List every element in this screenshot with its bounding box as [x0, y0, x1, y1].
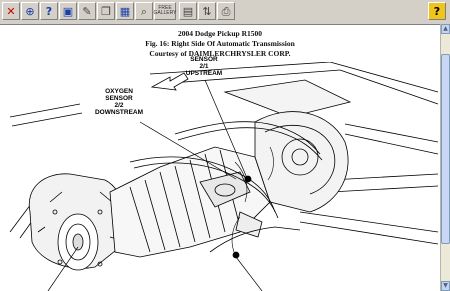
label-downstream-line4: DOWNSTREAM	[94, 109, 144, 116]
figure-title: Fig. 16: Right Side Of Automatic Transmi…	[145, 39, 295, 48]
notes-button[interactable]: ✎	[78, 2, 96, 20]
label-downstream-line1: OXYGEN	[105, 88, 133, 95]
image-icon: ▦	[119, 4, 131, 18]
oxygen-sensor-upstream-marker	[244, 175, 252, 183]
parts-button[interactable]: ▤	[179, 2, 197, 20]
help-button[interactable]: ?	[428, 2, 446, 20]
exhaust-pipes	[129, 121, 323, 253]
label-upstream-line1: SENSOR	[190, 56, 218, 63]
search-button[interactable]: ⌕	[135, 2, 153, 20]
scrollbar-thumb[interactable]	[441, 54, 450, 244]
help-icon: ?	[433, 4, 441, 18]
close-button[interactable]: ✕	[2, 2, 20, 20]
label-upstream-line3: UPSTREAM	[185, 70, 223, 77]
search-icon: ⌕	[140, 4, 148, 18]
magnifier-plus-icon: ⊕	[25, 4, 35, 18]
refresh-icon: ⇅	[202, 4, 212, 18]
figure-courtesy: Courtesy of DAIMLERCHRYSLER CORP.	[149, 49, 291, 58]
parts-icon: ▤	[182, 4, 194, 18]
label-downstream-line2: SENSOR	[105, 95, 133, 102]
vertical-scrollbar[interactable]: ▲ ▼	[440, 24, 450, 291]
find-button[interactable]: ?	[40, 2, 58, 20]
transmission-diagram	[9, 62, 439, 291]
window-icon: ▣	[62, 4, 74, 18]
print-button[interactable]: ⎙	[217, 2, 235, 20]
image-button[interactable]: ▦	[116, 2, 134, 20]
copy-button[interactable]: ❐	[97, 2, 115, 20]
leader-lines	[47, 79, 263, 291]
notes-icon: ✎	[82, 4, 92, 18]
oxygen-sensor-downstream-marker	[232, 251, 240, 259]
label-sensor-downstream: OXYGEN SENSOR 2/2 DOWNSTREAM	[88, 88, 150, 116]
document-title: 2004 Dodge Pickup R1500	[178, 29, 262, 38]
view-button[interactable]: ▣	[59, 2, 77, 20]
direction-arrow	[150, 72, 189, 91]
free-gallery-button[interactable]: FREE GALLERY	[153, 2, 177, 20]
toolbar: ✕ ⊕ ? ▣ ✎ ❐ ▦ ⌕ FREE GALLERY ▤ ⇅ ⎙ ?	[0, 0, 450, 25]
label-sensor-upstream: SENSOR 2/1 UPSTREAM	[180, 56, 228, 77]
free-gallery-icon: FREE GALLERY	[153, 5, 177, 16]
label-downstream-line3: 2/2	[114, 102, 124, 109]
transfer-case	[28, 173, 126, 271]
scroll-down-arrow-icon[interactable]: ▼	[441, 281, 450, 291]
transmission-body	[109, 146, 271, 258]
red-x-icon: ✕	[6, 4, 16, 18]
magnifier-question-icon: ?	[45, 4, 53, 18]
copy-page-icon: ❐	[101, 4, 111, 18]
refresh-button[interactable]: ⇅	[198, 2, 216, 20]
zoom-in-button[interactable]: ⊕	[21, 2, 39, 20]
label-upstream-line2: 2/1	[199, 63, 209, 70]
scroll-up-arrow-icon[interactable]: ▲	[441, 24, 450, 34]
bell-housing	[254, 111, 349, 213]
printer-icon: ⎙	[221, 4, 231, 18]
frame-rails	[9, 62, 439, 245]
